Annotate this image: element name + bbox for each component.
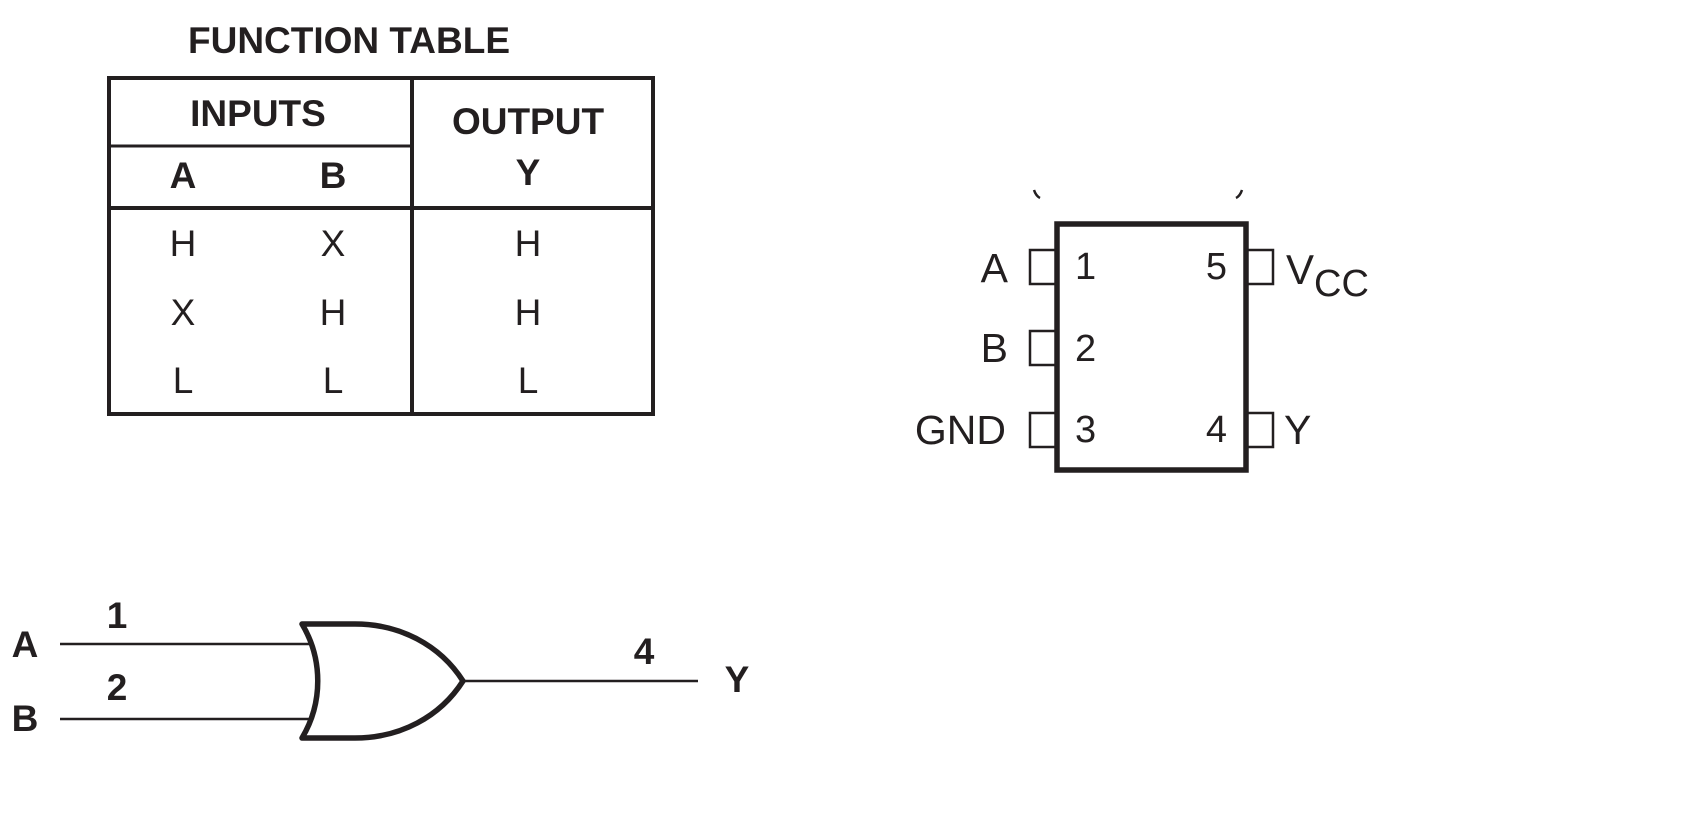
table-cell: L [173,360,194,401]
package-corner-mark-left [1032,189,1041,200]
pin-label-b: B [981,325,1008,371]
table-cell: H [170,223,197,264]
pin-number-1: 1 [1075,246,1096,288]
pin-number-3: 3 [1075,409,1096,451]
pin-number-5: 5 [1206,246,1227,288]
pin-label-vcc-main: V [1286,246,1314,293]
pin-box-3 [1028,411,1059,449]
pin-box-2 [1028,329,1059,367]
pin-box-4 [1244,411,1275,449]
column-header-a: A [170,155,197,196]
pin-label-vcc: VCC [1286,246,1369,305]
pin-label-vcc-subscript: CC [1314,263,1369,305]
table-cell: X [321,223,346,264]
table-border [107,76,655,416]
table-cell: X [171,292,196,333]
logic-symbol: A 1 B 2 4 Y [12,595,750,741]
table-row: X H H [171,292,542,333]
pin-label-y: Y [1284,407,1311,453]
pin-box-1 [1028,248,1059,286]
inputs-header: INPUTS [190,93,326,134]
package-pinout: A 1 B 2 GND 3 5 VCC 4 Y [915,189,1369,473]
column-header-y: Y [516,152,541,193]
table-cell: H [320,292,347,333]
table-row: L L L [173,360,539,401]
gate-input-label-b: B [12,698,39,739]
table-cell: H [515,223,542,264]
table-cell: L [518,360,539,401]
pin-number-2: 2 [1075,328,1096,370]
pin-box-5 [1244,248,1275,286]
column-header-b: B [320,155,347,196]
function-table: FUNCTION TABLE INPUTS OUTPUT A B Y H X H… [107,20,655,416]
pin-number-4: 4 [1206,409,1227,451]
table-row: H X H [170,223,542,264]
or-gate-body [299,621,466,741]
table-cell: H [515,292,542,333]
gate-output-label-y: Y [725,659,750,700]
gate-pin-number-1: 1 [107,595,128,636]
pin-label-a: A [981,245,1009,291]
package-corner-mark-right [1235,189,1244,200]
gate-pin-number-2: 2 [107,667,128,708]
output-header: OUTPUT [452,101,605,142]
gate-pin-number-4: 4 [634,631,655,672]
function-table-title: FUNCTION TABLE [188,20,510,61]
gate-input-label-a: A [12,624,39,665]
table-cell: L [323,360,344,401]
pin-label-gnd: GND [915,407,1006,453]
